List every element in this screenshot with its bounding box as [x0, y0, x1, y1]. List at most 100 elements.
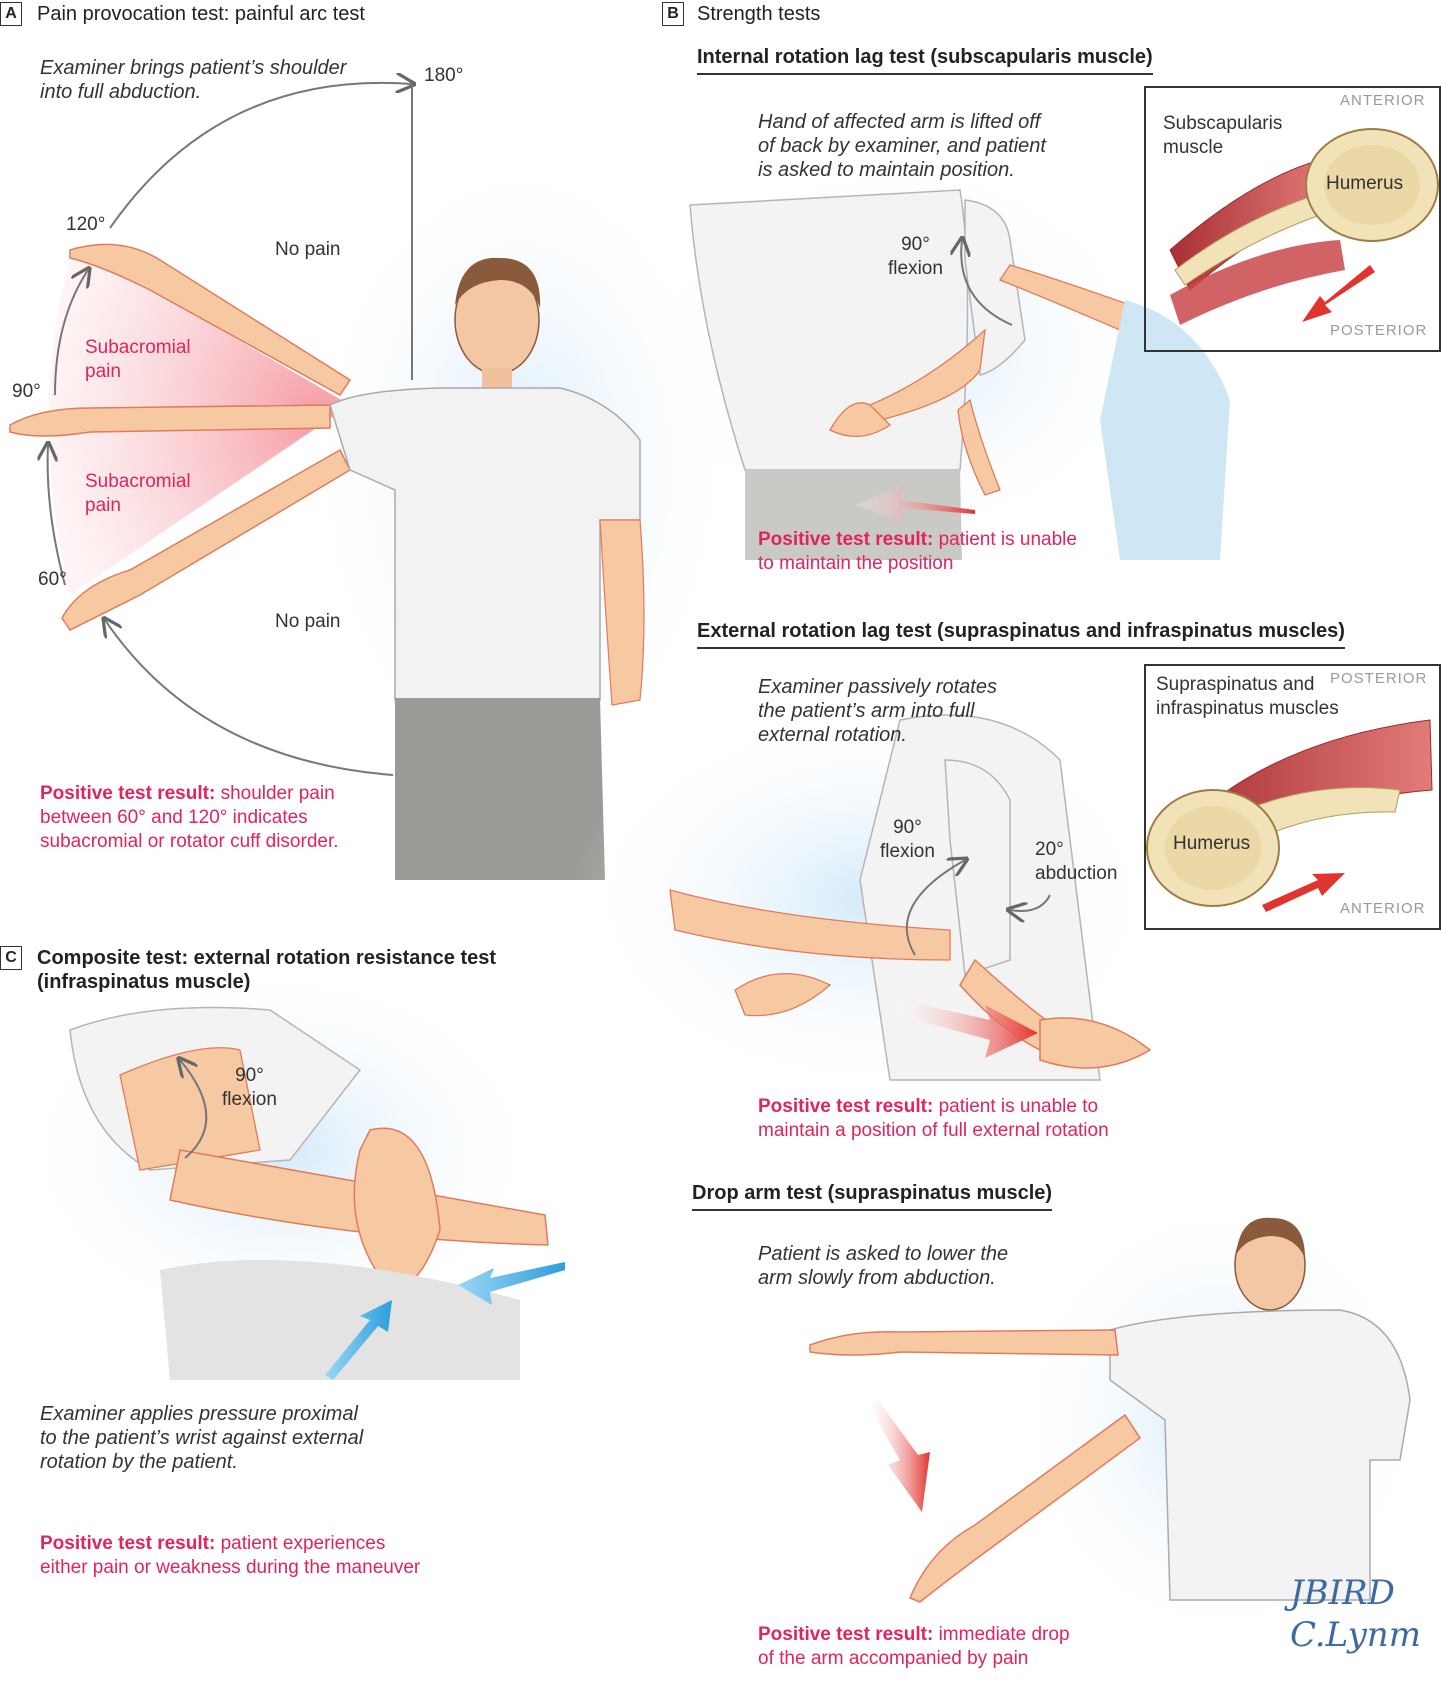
- ir-flexion-label: 90° flexion: [888, 233, 943, 281]
- panel-a-result-line-1: shoulder pain: [220, 783, 335, 804]
- no-pain-top-label: No pain: [275, 239, 341, 260]
- arc-arrow-90-120: [54, 270, 88, 396]
- subscapularis-label: Subscapularis muscle: [1163, 112, 1282, 160]
- c-result-line-1: patient experiences: [220, 1533, 386, 1554]
- ir-instruction-line-1: Hand of affected arm is lifted off: [758, 111, 1041, 133]
- inset2-red-arrow: [1262, 873, 1345, 912]
- panel-c-result: Positive test result: patient experience…: [40, 1532, 420, 1580]
- signature-line-2: C.Lynm: [1290, 1615, 1421, 1655]
- c-upper-arm: [119, 1047, 261, 1171]
- er-flexion-degree: 90°: [893, 817, 922, 838]
- arc-arrow-bottom: [105, 620, 394, 776]
- angle-90-label: 90°: [12, 381, 41, 402]
- er-instruction-line-2: the patient’s arm into full: [758, 700, 975, 722]
- ir-red-arrow: [855, 485, 975, 522]
- c-blue-arrow-up: [325, 1300, 392, 1380]
- c-instruction-line-3: rotation by the patient.: [40, 1451, 238, 1473]
- drop-result-line-1: immediate drop: [938, 1624, 1070, 1645]
- subacromial-pain-upper: Subacromial pain: [85, 336, 191, 384]
- arc-arrow-120-180: [109, 83, 412, 229]
- angle-180-label: 180°: [424, 65, 464, 86]
- er-instruction-line-1: Examiner passively rotates: [758, 676, 997, 698]
- subscapularis-label-line-2: muscle: [1163, 137, 1224, 158]
- panel-a-instruction-line-2: into full abduction.: [40, 81, 202, 103]
- scapula-bone-2: [1244, 787, 1401, 841]
- er-hand-patient: [1039, 1017, 1152, 1069]
- er-abduction-label: 20° abduction: [1035, 838, 1117, 886]
- er-red-arrow: [898, 1000, 1038, 1058]
- c-flexion-word: flexion: [222, 1089, 277, 1110]
- drop-result-line-2: of the arm accompanied by pain: [758, 1648, 1029, 1669]
- external-rotation-illustration: [570, 700, 1170, 1100]
- panel-a-result-line-2: between 60° and 120° indicates: [40, 807, 308, 828]
- er-upper-arm: [944, 759, 1011, 977]
- panel-b-letter: B: [662, 2, 684, 26]
- inset1-red-arrow: [1302, 265, 1375, 322]
- supraspinatus-label-line-2: infraspinatus muscles: [1156, 698, 1339, 719]
- ir-instruction-line-2: of back by examiner, and patient: [758, 135, 1046, 157]
- panel-a-instruction: Examiner brings patient’s shoulder into …: [40, 56, 346, 104]
- artist-signature: JBIRD C.Lynm: [1290, 1572, 1421, 1656]
- d-shirt: [1109, 1309, 1411, 1601]
- panel-a-result-bold: Positive test result:: [40, 783, 216, 804]
- ir-flexion-degree: 90°: [901, 234, 930, 255]
- er-abduction-degree: 20°: [1035, 839, 1064, 860]
- subscapularis-label-line-1: Subscapularis: [1163, 113, 1283, 134]
- panel-a-result: Positive test result: shoulder pain betw…: [40, 782, 339, 854]
- panel-a-title: Pain provocation test: painful arc test: [37, 3, 365, 25]
- humerus-head-2-inner: [1165, 806, 1261, 890]
- c-result-line-2: either pain or weakness during the maneu…: [40, 1557, 421, 1578]
- supraspinatus-label-line-1: Supraspinatus and: [1156, 674, 1315, 695]
- c-flexion-label: 90° flexion: [222, 1064, 277, 1112]
- external-rotation-heading: External rotation lag test (supraspinatu…: [697, 620, 1345, 649]
- drop-result-bold: Positive test result:: [758, 1624, 934, 1645]
- c-flexion-degree: 90°: [235, 1065, 264, 1086]
- panel-c-title-line-1: Composite test: external rotation resist…: [37, 947, 497, 969]
- ir-instruction-line-3: is asked to maintain position.: [758, 159, 1015, 181]
- er-result-line-2: maintain a position of full external rot…: [758, 1120, 1109, 1141]
- ir-examiner-hand: [957, 398, 1001, 496]
- drop-arm-result: Positive test result: immediate drop of …: [758, 1623, 1070, 1671]
- no-pain-bottom-label: No pain: [275, 611, 341, 632]
- subscapularis-inset-art: [1169, 128, 1439, 325]
- panel-a-instruction-line-1: Examiner brings patient’s shoulder: [40, 57, 347, 79]
- arm-120: [69, 243, 352, 396]
- c-pants: [160, 1260, 520, 1380]
- c-blue-arrow-left: [458, 1262, 565, 1305]
- ir-examiner-shirt: [1100, 300, 1230, 560]
- panel-c-illustration: [10, 960, 565, 1380]
- panel-c-letter: C: [0, 946, 22, 970]
- er-examiner-hand: [734, 972, 832, 1017]
- ir-pants: [745, 470, 962, 560]
- er-flexion-arrow: [905, 860, 965, 956]
- drop-arm-instruction: Patient is asked to lower the arm slowly…: [758, 1242, 1008, 1290]
- arm-60: [61, 448, 351, 631]
- er-flexion-word: flexion: [880, 841, 935, 862]
- ir-torso: [689, 189, 969, 471]
- panel-a-illustration: [9, 83, 740, 880]
- er-instruction-line-3: external rotation.: [758, 724, 907, 746]
- supraspinatus-inset-art: [1146, 719, 1433, 912]
- supraspinatus-inset: [1144, 664, 1441, 930]
- arc-arrow-60-90: [48, 445, 66, 586]
- d-arm-raised: [809, 1329, 1119, 1356]
- panel-a-result-line-3: subacromial or rotator cuff disorder.: [40, 831, 339, 852]
- ir-examiner-arm: [999, 264, 1131, 331]
- er-examiner-arm: [669, 889, 951, 961]
- subscapularis-lower-muscle: [1170, 240, 1345, 325]
- inset1-anterior-tag: ANTERIOR: [1340, 92, 1426, 109]
- ir-flexion-arrow: [961, 240, 1013, 326]
- subscapularis-inset: [1144, 86, 1441, 352]
- angle-60-label: 60°: [38, 569, 67, 590]
- external-rotation-result: Positive test result: patient is unable …: [758, 1095, 1109, 1143]
- ir-result-bold: Positive test result:: [758, 529, 934, 550]
- c-result-bold: Positive test result:: [40, 1533, 216, 1554]
- inset2-posterior-tag: POSTERIOR: [1330, 670, 1428, 687]
- arm-90: [9, 404, 331, 437]
- panel-c-instruction: Examiner applies pressure proximal to th…: [40, 1402, 363, 1474]
- drop-arm-heading: Drop arm test (supraspinatus muscle): [692, 1182, 1053, 1211]
- subacromial-pain-lower-line-1: Subacromial: [85, 471, 191, 492]
- humerus-label-1: Humerus: [1326, 173, 1404, 194]
- figure-hair: [455, 257, 541, 308]
